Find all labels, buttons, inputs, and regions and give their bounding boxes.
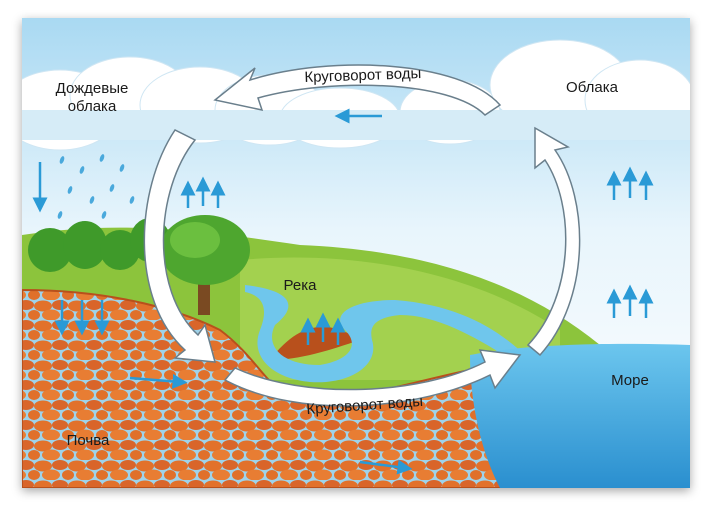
arrow-top (213, 64, 502, 116)
rain-clouds-label-2: облака (68, 98, 117, 115)
arrow-left (143, 129, 217, 363)
sea-label: Море (611, 372, 649, 389)
cycle-top-label: Круговорот воды (304, 65, 421, 86)
sea (470, 343, 690, 488)
rain-drops (57, 154, 135, 229)
river-label: Река (284, 277, 318, 294)
tree (160, 215, 250, 315)
arrow-right (526, 126, 581, 357)
soil-label: Почва (67, 432, 110, 449)
arrow-bottom (223, 349, 522, 407)
rain-clouds-label-1: Дождевые (56, 80, 129, 97)
clouds-label: Облака (566, 79, 619, 96)
river (245, 285, 530, 383)
evaporation-arrows (32, 108, 654, 475)
cycle-arrows (143, 64, 581, 407)
